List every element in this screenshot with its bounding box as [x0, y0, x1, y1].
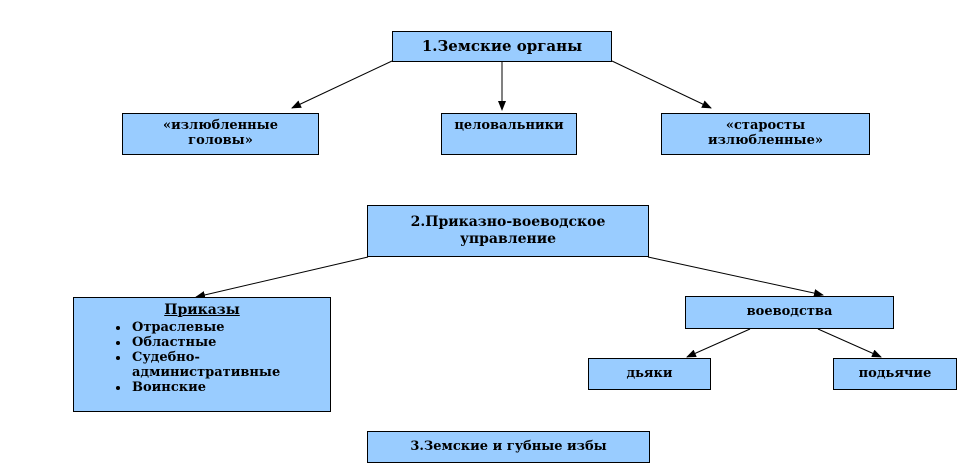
node-starosty-line2: излюбленные»: [707, 133, 823, 148]
node-prikazy: Приказы Отраслевые Областные Судебно-адм…: [73, 297, 331, 412]
node-podyachie-label: подьячие: [858, 366, 932, 381]
arrow-prikazno-to-voevodstva: [647, 256, 824, 297]
node-celovalniki: целовальники: [441, 113, 577, 155]
node-izlyublennye-golovy: «излюбленные головы»: [122, 113, 319, 155]
node-prikazno-line2: управление: [459, 231, 557, 247]
node-zemskie-gubnye-izby: 3.Земские и губные избы: [367, 431, 650, 463]
node-prikazno-line1: 2.Приказно-воеводское: [410, 214, 606, 230]
node-voevodstva-label: воеводства: [746, 304, 833, 319]
prikazy-list: Отраслевые Областные Судебно-администрат…: [74, 320, 330, 395]
node-starosty-line1: «старосты: [725, 118, 806, 133]
arrow-voevodstva-to-podyachie: [817, 328, 882, 358]
prikazy-item: Воинские: [130, 380, 330, 395]
node-zemskie-organy: 1.Земские органы: [392, 31, 612, 62]
prikazy-item: Судебно-административные: [130, 350, 330, 380]
arrow-zemskie-to-starosty: [611, 60, 712, 109]
arrow-zemskie-to-golovy: [291, 60, 393, 109]
node-zemskie-organy-label: 1.Земские органы: [421, 37, 583, 55]
node-izlyublennye-golovy-line2: головы»: [188, 133, 253, 148]
node-izby-label: 3.Земские и губные избы: [410, 439, 607, 454]
node-prikazno-voevodskoe: 2.Приказно-воеводское управление: [367, 205, 649, 257]
node-podyachie: подьячие: [833, 358, 957, 390]
node-dyaki: дьяки: [588, 358, 711, 390]
node-starosty-izlyublennye: «старосты излюбленные»: [661, 113, 870, 155]
arrow-prikazno-to-prikazy: [195, 256, 369, 299]
node-celovalniki-label: целовальники: [454, 118, 564, 133]
arrow-voevodstva-to-dyaki: [686, 328, 751, 358]
prikazy-item: Областные: [130, 335, 330, 350]
node-voevodstva: воеводства: [685, 296, 894, 329]
node-izlyublennye-golovy-line1: «излюбленные: [162, 118, 278, 133]
prikazy-title: Приказы: [164, 302, 240, 318]
prikazy-item: Отраслевые: [130, 320, 330, 335]
node-dyaki-label: дьяки: [626, 366, 673, 381]
